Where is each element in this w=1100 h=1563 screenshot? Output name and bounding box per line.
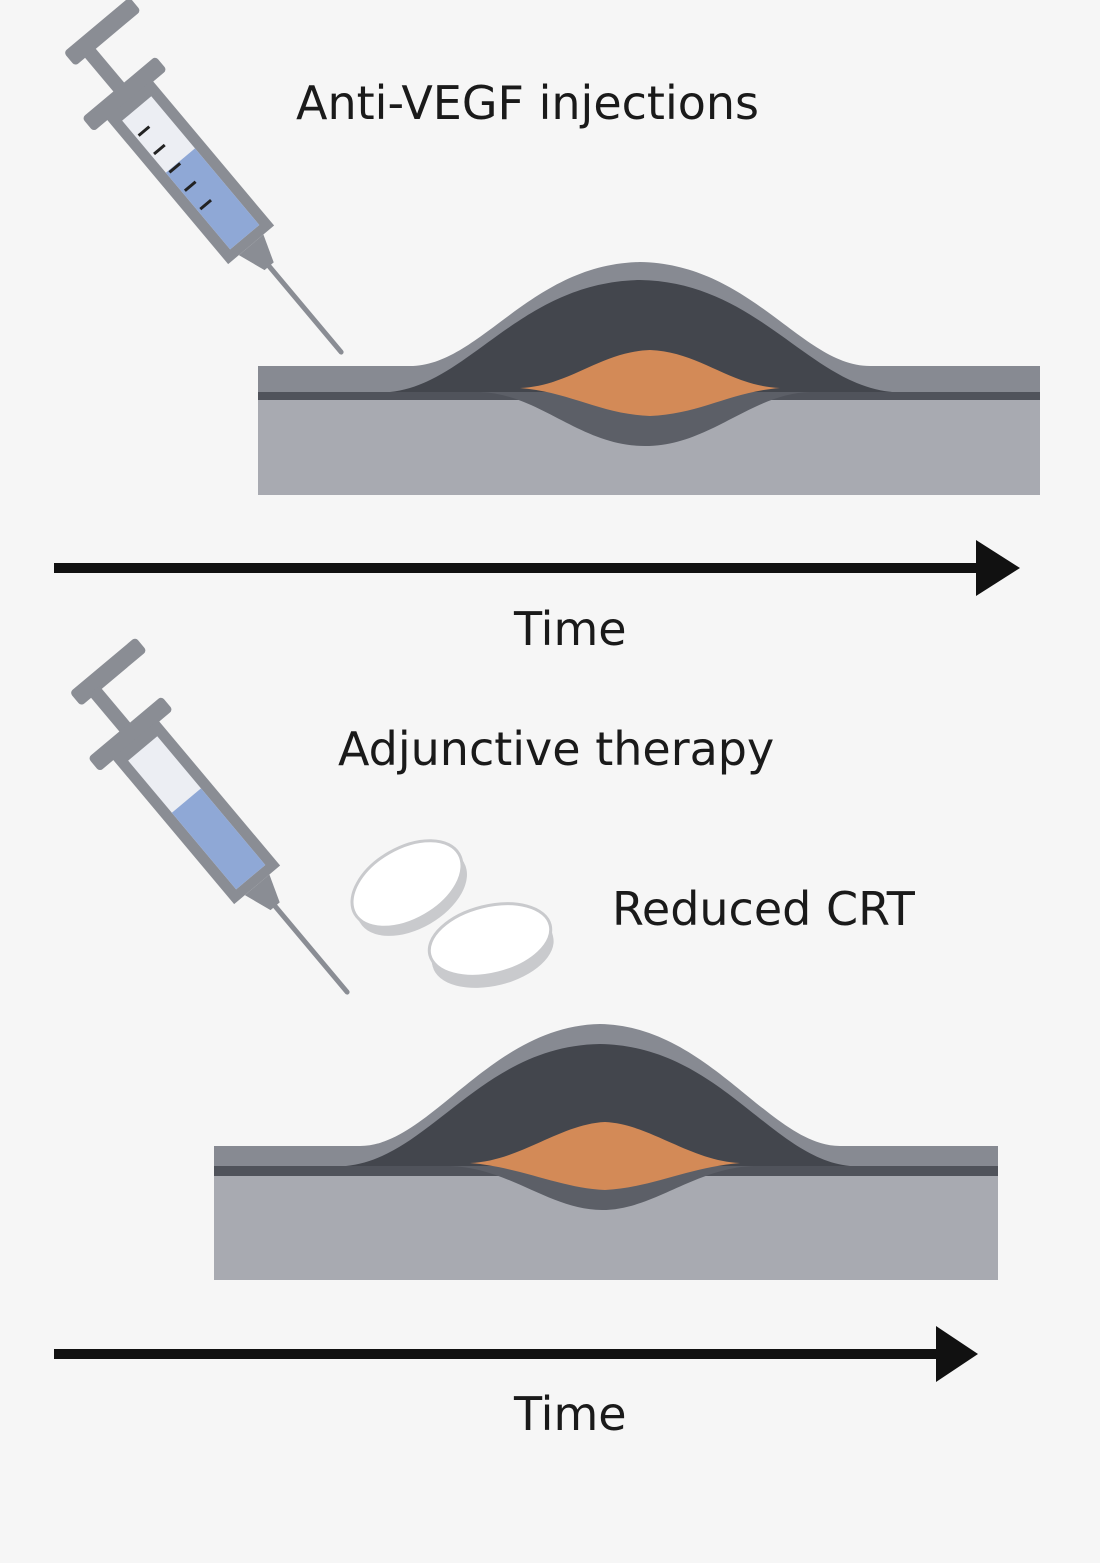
arrow-right-icon: [54, 540, 1020, 596]
reduced-crt-note: Reduced CRT: [612, 882, 915, 936]
syringe-icon: [48, 637, 398, 1023]
retina-cross-section-top: [258, 262, 1040, 495]
time-axis-label: Time: [514, 1387, 627, 1441]
panel-title-adjunctive: Adjunctive therapy: [338, 722, 775, 776]
time-axis-label: Time: [514, 602, 627, 656]
tablet-pills-icon: [350, 839, 554, 988]
syringe-icon: [42, 0, 392, 383]
retina-cross-section-bottom: [214, 1024, 998, 1280]
panel-title-anti-vegf: Anti-VEGF injections: [296, 76, 759, 130]
arrow-right-icon: [54, 1326, 978, 1382]
